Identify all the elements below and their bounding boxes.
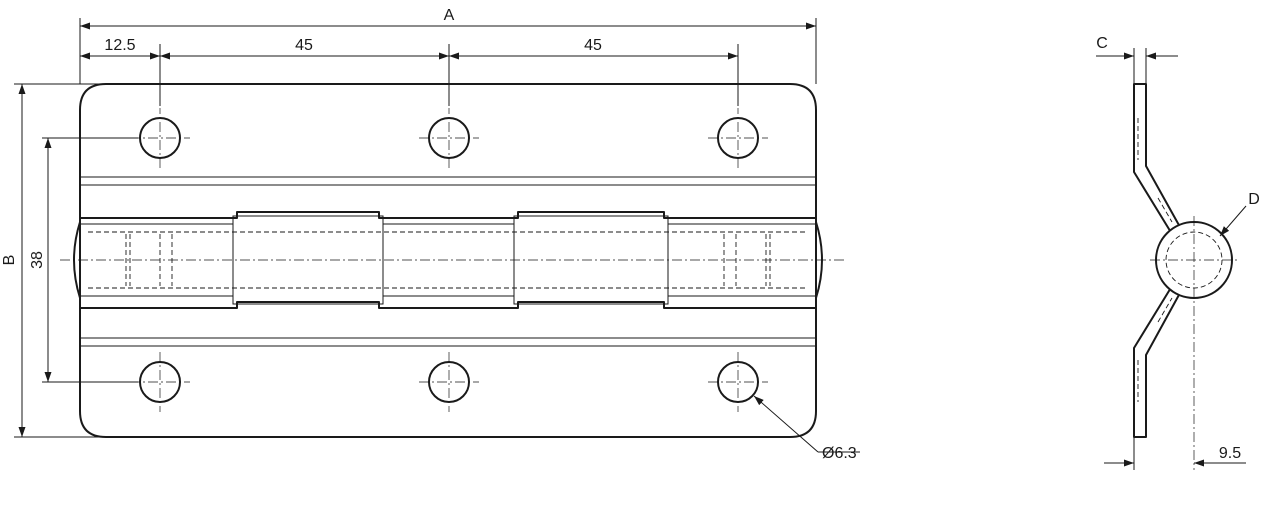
dim-thickness-label: C [1096,35,1108,52]
dim-knuckle-diameter-label: D [1248,191,1260,208]
side-lower-leaf [1133,285,1181,438]
dim-hole-row-spacing-label: 38 [29,251,46,269]
hole-center-lines [130,108,768,412]
top-leaf-outline [79,83,817,218]
knuckle-outline-inner-bottom [80,295,816,305]
side-upper-leaf [1133,83,1181,235]
side-hidden-mark [1157,297,1173,323]
dim-hole-pitch-2-label: 45 [584,37,602,54]
dim-edge-to-hole-label: 12.5 [104,37,135,54]
side-view: C D 9.5 [1096,35,1260,470]
dim-pin-offset-label: 9.5 [1219,445,1241,462]
dim-leader-hole-diameter [753,395,819,453]
dim-overall-width-label: A [444,7,455,24]
dim-leader-knuckle-diameter [1219,205,1247,237]
dim-overall-height-label: B [1,255,18,266]
bottom-leaf-outline [79,308,817,438]
dim-hole-diameter-label: Ø6.3 [822,445,857,462]
side-hidden-mark [1157,197,1173,223]
extension-lines-left [14,83,138,438]
dim-hole-pitch-1-label: 45 [295,37,313,54]
front-view: A 12.5 45 45 B 38 Ø6.3 [1,7,860,462]
extension-lines-top [79,18,817,106]
